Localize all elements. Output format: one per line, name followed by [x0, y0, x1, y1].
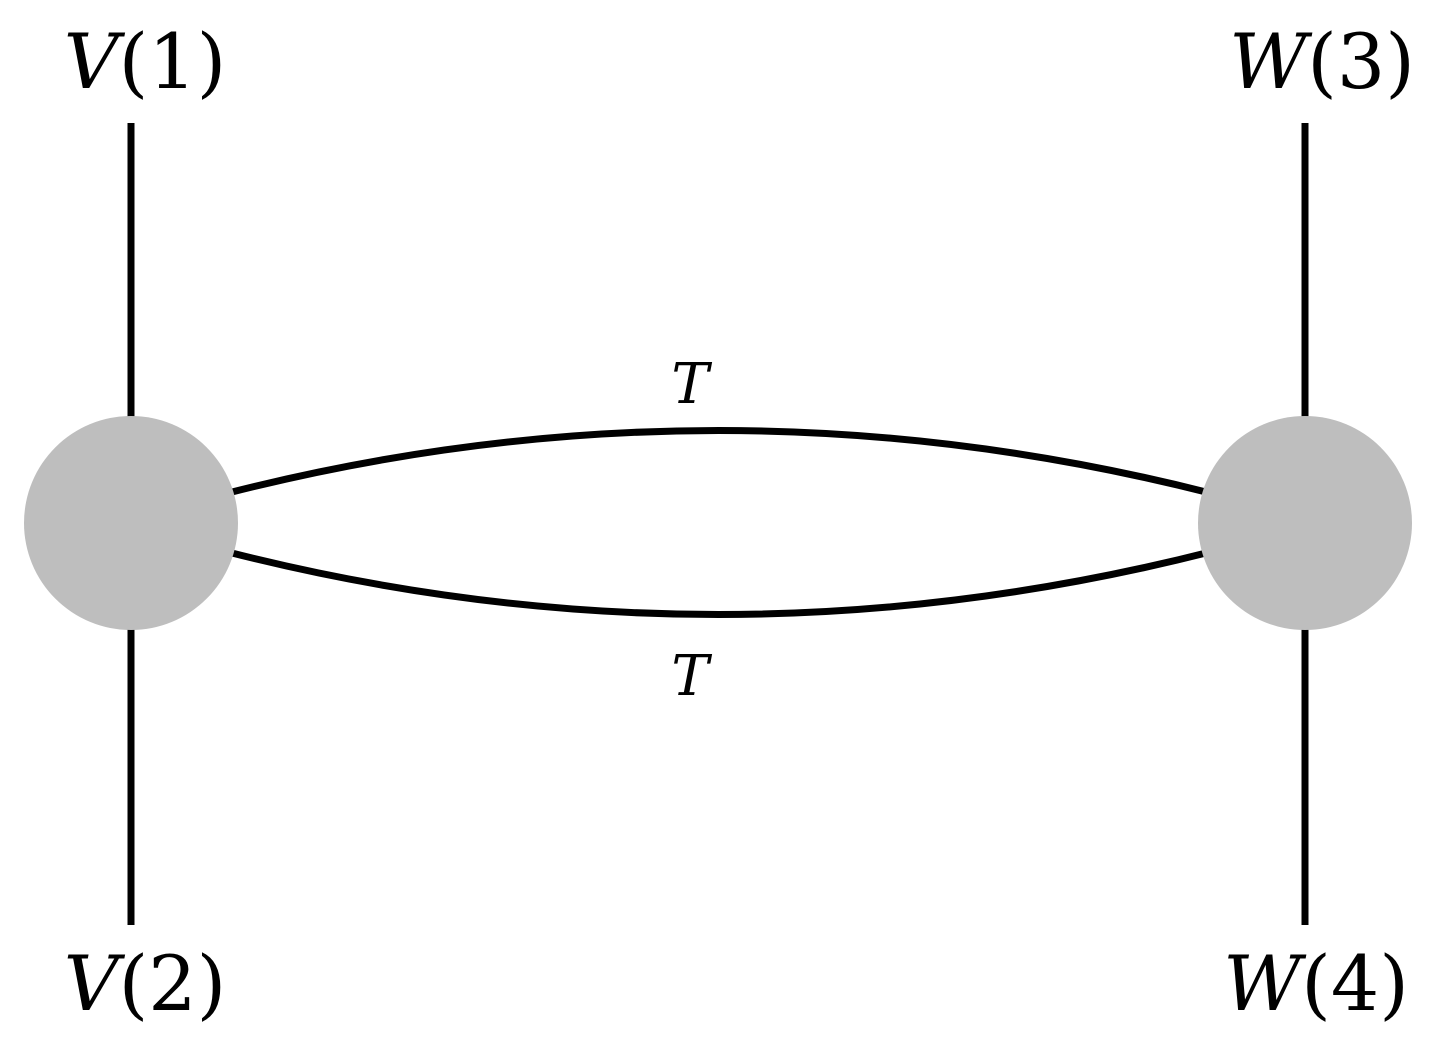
leg-label-v2-index: 2 — [148, 939, 196, 1028]
leg-label-v2-symbol: V — [64, 939, 126, 1028]
leg-label-w3-symbol: W — [1229, 17, 1313, 106]
leg-label-w3: W(3) — [1229, 17, 1415, 106]
propagator-upper-line — [227, 427, 1211, 497]
leg-label-w4-symbol: W — [1223, 939, 1307, 1028]
vertex-left — [24, 416, 238, 630]
propagator-lower-label: T — [671, 644, 712, 709]
propagator-lower-line — [227, 548, 1211, 618]
vertex-right — [1198, 416, 1412, 630]
leg-label-w4: W(4) — [1223, 939, 1409, 1028]
leg-label-v1: V(1) — [64, 17, 227, 106]
leg-label-w4-index: 4 — [1331, 939, 1379, 1028]
leg-label-w3-index: 3 — [1337, 17, 1385, 106]
leg-label-v1-index: 1 — [148, 17, 196, 106]
leg-label-v2: V(2) — [64, 939, 227, 1028]
leg-label-v1-symbol: V — [64, 17, 126, 106]
propagator-upper-label: T — [671, 352, 712, 417]
